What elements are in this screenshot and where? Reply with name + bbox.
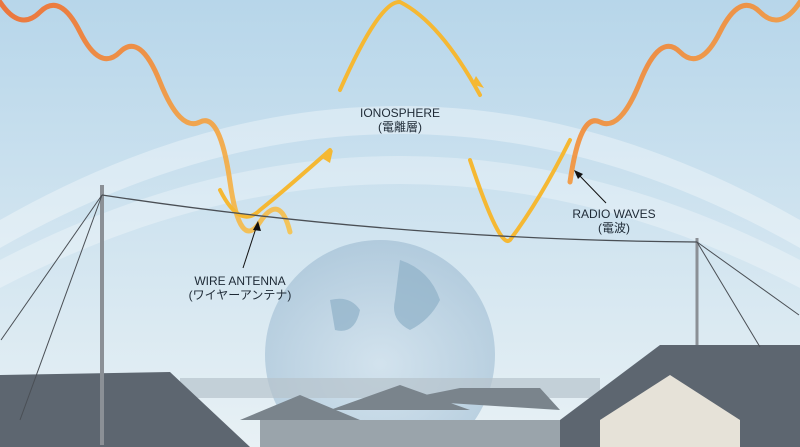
- arrow-antenna: [253, 221, 261, 231]
- ionosphere-band-outer: [0, 106, 800, 248]
- wave-top-left: [0, 0, 293, 235]
- continents: [330, 260, 440, 331]
- wire-antenna-label: WIRE ANTENNA (ワイヤーアンテナ): [189, 274, 292, 302]
- wire-antenna-label-en: WIRE ANTENNA: [194, 274, 286, 288]
- ionosphere-label: IONOSPHERE (電離層): [360, 106, 440, 134]
- wire-antenna: [0, 173, 800, 445]
- wave-top-right: [567, 0, 800, 185]
- radio-waves-label-en: RADIO WAVES: [572, 207, 656, 221]
- radio-waves: [0, 0, 800, 243]
- houses: [0, 345, 800, 447]
- radio-waves-label-jp: (電波): [598, 221, 630, 235]
- wave-apex: [338, 0, 482, 97]
- wave-arrow-top: [472, 76, 484, 88]
- wave-reflect-left: [218, 148, 332, 219]
- arrow-waves: [574, 170, 583, 179]
- ionosphere-band-inner: [0, 156, 800, 288]
- ionosphere-label-jp: (電離層): [377, 120, 422, 134]
- radio-waves-label: RADIO WAVES (電波): [572, 207, 655, 235]
- ionosphere-label-en: IONOSPHERE: [359, 106, 441, 120]
- wire-antenna-label-jp: (ワイヤーアンテナ): [188, 288, 292, 302]
- wave-arrow-left: [322, 150, 333, 163]
- wave-reflect-right: [468, 138, 572, 243]
